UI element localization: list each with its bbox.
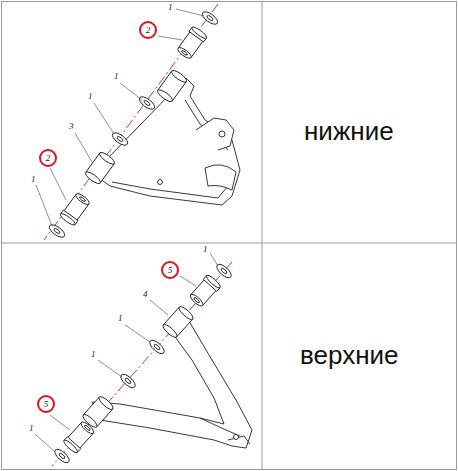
callout-circle: 2 [139, 21, 157, 39]
callout-number: 1 [168, 3, 173, 12]
callout-number: 1 [88, 92, 93, 101]
caption-text: верхние [300, 342, 399, 368]
callout-number: 3 [69, 122, 74, 131]
callout-circle: 5 [161, 261, 179, 279]
callout-number: 1 [29, 424, 34, 433]
callout-number: 1 [31, 175, 36, 184]
caption-text: нижние [304, 118, 394, 144]
callout-number: 2 [146, 26, 151, 35]
callout-number: 1 [118, 314, 123, 323]
callout-circle: 5 [37, 395, 55, 413]
callout-number: 2 [46, 154, 51, 163]
callout-number: 5 [44, 400, 49, 409]
callout-number: 1 [203, 245, 208, 254]
callout-number: 5 [168, 266, 173, 275]
callout-number: 4 [143, 290, 148, 299]
callout-circle: 2 [39, 149, 57, 167]
callout-number: 1 [114, 72, 119, 81]
callout-number: 1 [91, 350, 96, 359]
